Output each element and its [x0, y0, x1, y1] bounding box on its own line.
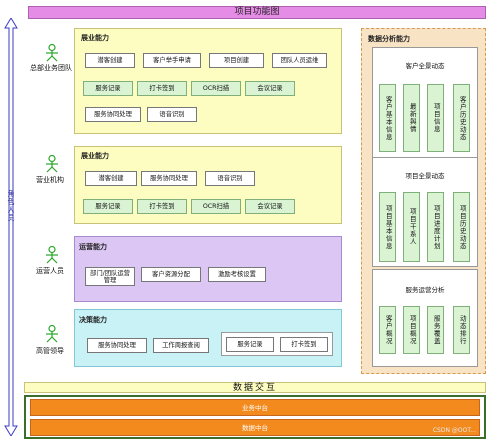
- cell-project-summary[interactable]: 项目概况: [403, 306, 420, 354]
- btn-service-collab[interactable]: 服务协同处理: [87, 338, 147, 353]
- role-label-branch: 营业机构: [36, 176, 64, 184]
- cell-client-summary[interactable]: 客户概况: [379, 306, 396, 354]
- page-title: 项目功能图: [28, 6, 486, 19]
- cell-client-basic[interactable]: 客户基本信息: [379, 84, 396, 152]
- btn-client-allocation[interactable]: 客户资源分配: [141, 267, 201, 282]
- role-label-ops: 运营人员: [36, 267, 64, 275]
- btn-project-create[interactable]: 项目创建: [209, 53, 264, 68]
- panel-title: 展业能力: [81, 152, 109, 160]
- btn-service-collab[interactable]: 服务协同处理: [141, 171, 197, 186]
- role-label-exec: 高管领导: [36, 347, 64, 355]
- cell-latest-sentiment[interactable]: 最新舆情: [403, 84, 420, 152]
- cell-project-stakeholders[interactable]: 项目干系人: [403, 192, 420, 262]
- btn-service-record[interactable]: 服务记录: [83, 81, 133, 96]
- panel-branch-business: 展业能力 潜客创建 服务协同处理 语音识别 服务记录 打卡签到 OCR扫描 会议…: [74, 146, 342, 224]
- panel-title: 数据分析能力: [368, 35, 410, 43]
- btn-checkin[interactable]: 打卡签到: [280, 337, 328, 352]
- btn-meeting-record[interactable]: 会议记录: [245, 199, 295, 214]
- cell-activity-ranking[interactable]: 动态排行: [453, 306, 470, 354]
- data-exchange-bar: 数据交互: [24, 382, 486, 393]
- btn-service-collab[interactable]: 服务协同处理: [85, 107, 141, 122]
- btn-lead-create[interactable]: 潜客创建: [85, 53, 135, 68]
- btn-service-record[interactable]: 服务记录: [83, 199, 133, 214]
- side-label: 角色人员: [7, 190, 15, 222]
- panel-hq-business: 展业能力 潜客创建 客户举手申请 项目创建 团队人员运维 服务记录 打卡签到 O…: [74, 28, 342, 134]
- panel-title: 决策能力: [79, 316, 107, 324]
- btn-ocr-scan[interactable]: OCR扫描: [191, 199, 241, 214]
- analysis-project-overview: 项目全景动态 项目基本信息 项目干系人 项目进度计划 项目历史动态: [372, 157, 478, 267]
- actor-icon-exec: [46, 325, 58, 343]
- btn-incentive-setup[interactable]: 激励考核设置: [208, 267, 266, 282]
- side-double-arrow: [4, 18, 18, 436]
- btn-dept-team-ops[interactable]: 部门/团队运营管理: [85, 267, 135, 286]
- cell-project-basic[interactable]: 项目基本信息: [379, 192, 396, 262]
- watermark: CSDN @OOT...: [432, 427, 476, 434]
- business-platform-bar[interactable]: 业务中台: [30, 399, 480, 416]
- panel-operations: 运营能力 部门/团队运营管理 客户资源分配 激励考核设置: [74, 236, 342, 302]
- analysis-client-overview: 客户全景动态 客户基本信息 最新舆情 项目信息 客户历史动态: [372, 47, 478, 159]
- cell-project-schedule[interactable]: 项目进度计划: [427, 192, 444, 262]
- cell-project-info[interactable]: 项目信息: [427, 84, 444, 152]
- panel-data-analysis: 数据分析能力 客户全景动态 客户基本信息 最新舆情 项目信息 客户历史动态 项目…: [361, 28, 486, 374]
- analysis-box-title: 客户全景动态: [405, 62, 445, 70]
- platform-frame: 业务中台 数据中台 CSDN @OOT...: [24, 395, 486, 439]
- panel-title: 运营能力: [79, 243, 107, 251]
- actor-icon-branch: [46, 155, 58, 173]
- btn-client-request[interactable]: 客户举手申请: [143, 53, 201, 68]
- panel-decision: 决策能力 服务协同处理 工作周报查阅 服务记录 打卡签到: [74, 309, 342, 367]
- actor-icon-ops: [46, 246, 58, 264]
- btn-team-ops[interactable]: 团队人员运维: [272, 53, 327, 68]
- analysis-box-title: 项目全景动态: [405, 172, 445, 180]
- record-group: 服务记录 打卡签到: [221, 332, 333, 356]
- analysis-service-ops: 服务运营分析 客户概况 项目概况 服务覆盖 动态排行: [372, 269, 478, 367]
- btn-checkin[interactable]: 打卡签到: [137, 81, 187, 96]
- cell-service-coverage[interactable]: 服务覆盖: [427, 306, 444, 354]
- btn-checkin[interactable]: 打卡签到: [137, 199, 187, 214]
- btn-voice-recognition[interactable]: 语音识别: [147, 107, 197, 122]
- btn-service-record[interactable]: 服务记录: [226, 337, 274, 352]
- analysis-box-title: 服务运营分析: [405, 286, 445, 294]
- actor-icon-hq: [46, 44, 58, 62]
- btn-voice-recognition[interactable]: 语音识别: [205, 171, 255, 186]
- btn-meeting-record[interactable]: 会议记录: [245, 81, 295, 96]
- btn-weekly-report[interactable]: 工作周报查阅: [153, 338, 209, 353]
- cell-client-history[interactable]: 客户历史动态: [453, 84, 470, 152]
- cell-project-history[interactable]: 项目历史动态: [453, 192, 470, 262]
- btn-lead-create[interactable]: 潜客创建: [85, 171, 137, 186]
- btn-ocr-scan[interactable]: OCR扫描: [191, 81, 241, 96]
- data-platform-bar[interactable]: 数据中台: [30, 419, 480, 436]
- panel-title: 展业能力: [81, 34, 109, 42]
- role-label-hq: 总部业务团队: [30, 64, 72, 72]
